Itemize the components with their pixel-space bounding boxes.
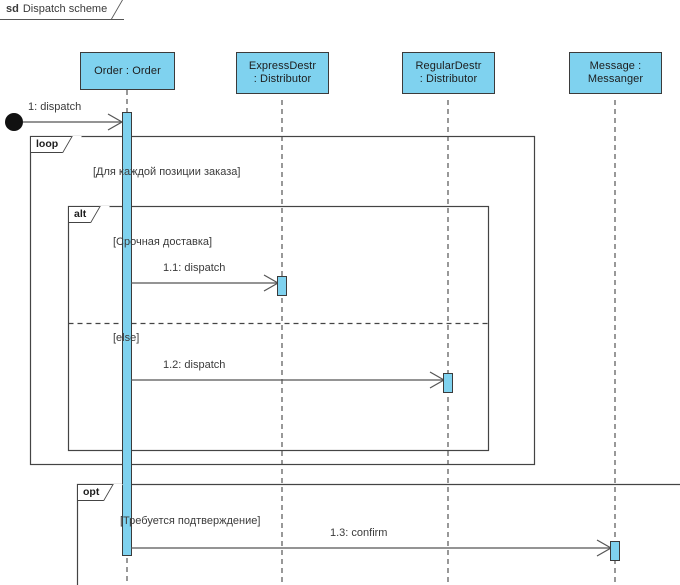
fragment-operator-opt[interactable]: opt: [78, 484, 124, 501]
lifeline-head-express[interactable]: ExpressDestr : Distributor: [236, 52, 329, 94]
activation-express: [277, 276, 287, 296]
message-label-1-3: 1.3: confirm: [330, 527, 388, 539]
frame-kind-keyword: sd: [6, 3, 19, 15]
activation-regular: [443, 373, 453, 393]
found-message-start-dot: [5, 113, 23, 131]
lifeline-dashes: [126, 90, 616, 585]
fragment-operator-loop-label: loop: [36, 138, 59, 151]
fragment-operator-alt-label: alt: [74, 208, 87, 221]
lifeline-message-label-1: Message :: [589, 60, 642, 72]
lifeline-regular-label-2: : Distributor: [419, 73, 478, 85]
diagram-frame-title: sd Dispatch scheme: [0, 0, 136, 20]
lifeline-head-message[interactable]: Message : Messanger: [569, 52, 662, 94]
fragment-loop-box: [29, 135, 536, 466]
message-arrow-1: [23, 113, 124, 131]
lifeline-order-label-1: Order : Order: [94, 64, 161, 77]
lifeline-message-label-2: Messanger: [587, 73, 644, 85]
message-arrow-1-1: [131, 274, 280, 292]
fragment-operator-alt[interactable]: alt: [69, 206, 111, 223]
activation-message: [610, 541, 620, 561]
fragment-operator-loop[interactable]: loop: [31, 136, 82, 153]
lifeline-express-label-1: ExpressDestr: [248, 60, 317, 72]
activation-order: [122, 112, 132, 556]
fragment-alt-box: [67, 205, 490, 452]
fragment-opt-guard: [Требуется подтверждение]: [120, 515, 261, 527]
lifeline-head-regular[interactable]: RegularDestr : Distributor: [402, 52, 495, 94]
message-label-1: 1: dispatch: [28, 101, 82, 113]
message-arrow-1-3: [131, 539, 613, 557]
fragment-operator-opt-label: opt: [83, 486, 100, 499]
lifeline-express-label-2: : Distributor: [253, 73, 312, 85]
message-arrow-1-2: [131, 371, 446, 389]
fragment-alt-guard: [Срочная доставка]: [113, 236, 213, 248]
frame-title-text: Dispatch scheme: [22, 3, 108, 15]
fragment-alt-else-guard: [else]: [113, 332, 140, 344]
fragment-loop-guard: [Для каждой позиции заказа]: [93, 166, 241, 178]
message-label-1-1: 1.1: dispatch: [163, 262, 226, 274]
fragment-opt-box: [76, 483, 680, 585]
lifeline-head-order[interactable]: Order : Order: [80, 52, 175, 90]
message-label-1-2: 1.2: dispatch: [163, 359, 226, 371]
lifeline-regular-label-1: RegularDestr: [415, 60, 482, 72]
